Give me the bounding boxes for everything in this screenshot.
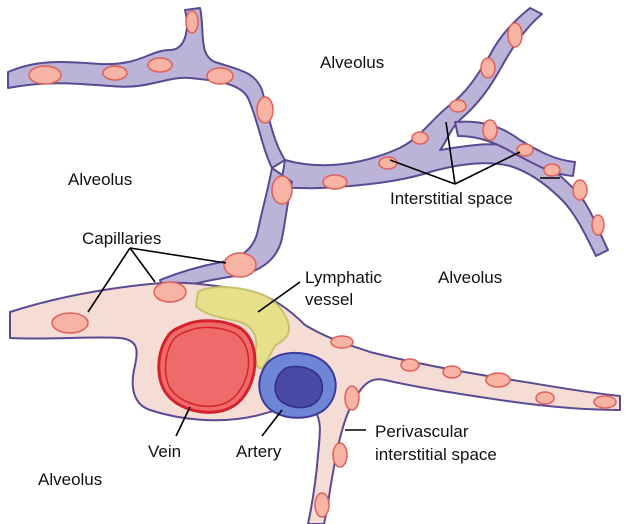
capillary — [481, 58, 495, 78]
capillary — [412, 132, 428, 144]
capillary — [52, 313, 88, 333]
capillary — [594, 396, 616, 408]
label-perivascular-line1: Perivascular — [375, 422, 469, 441]
capillary — [331, 336, 353, 348]
capillary — [508, 23, 522, 47]
leader-capillaries-3 — [130, 248, 226, 263]
artery-lumen — [275, 366, 322, 407]
capillary — [333, 443, 347, 467]
label-alveolus-top: Alveolus — [320, 53, 384, 72]
capillary — [379, 157, 397, 169]
capillary — [207, 68, 233, 84]
capillary — [592, 215, 604, 235]
septum-top-right — [280, 8, 608, 256]
label-alveolus-right: Alveolus — [438, 268, 502, 287]
capillary — [272, 176, 292, 204]
capillary — [103, 66, 127, 80]
vein-wall — [159, 321, 255, 413]
capillary — [315, 493, 329, 517]
artery — [259, 353, 335, 418]
capillary — [345, 386, 359, 410]
capillary — [154, 282, 186, 302]
capillary — [573, 180, 587, 200]
label-alveolus-bottom: Alveolus — [38, 470, 102, 489]
label-lymphatic-line2: vessel — [305, 290, 353, 309]
vein — [159, 321, 255, 413]
leader-capillaries-2 — [130, 248, 155, 282]
capillary — [517, 144, 533, 156]
capillary — [401, 359, 419, 371]
capillary — [443, 366, 461, 378]
capillary — [483, 120, 497, 140]
capillary — [29, 66, 61, 84]
capillary — [186, 11, 198, 33]
label-capillaries: Capillaries — [82, 229, 161, 248]
capillary — [450, 100, 466, 112]
capillary — [257, 97, 273, 123]
capillary — [148, 58, 172, 72]
label-lymphatic-line1: Lymphatic — [305, 268, 382, 287]
label-artery: Artery — [236, 442, 282, 461]
capillary — [486, 373, 510, 387]
capillary — [224, 253, 256, 277]
capillary — [544, 164, 560, 176]
capillary — [323, 175, 347, 189]
septum-top-left — [8, 8, 285, 168]
capillary — [536, 392, 554, 404]
label-vein: Vein — [148, 442, 181, 461]
label-perivascular-line2: interstitial space — [375, 445, 497, 464]
label-interstitial-space: Interstitial space — [390, 189, 513, 208]
label-alveolus-left: Alveolus — [68, 170, 132, 189]
